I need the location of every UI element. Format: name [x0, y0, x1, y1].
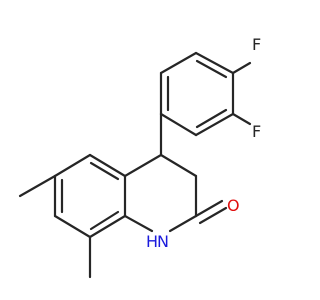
structure-canvas: F F H N O [18, 35, 261, 279]
fluorine-middle-label: F [252, 122, 261, 141]
bond [88, 214, 127, 239]
nitrogen-h-label: H [146, 232, 158, 251]
bond [168, 214, 198, 233]
double-bond-inner [89, 210, 120, 231]
difluorophenyl-ring [159, 51, 235, 137]
oxygen-label: O [227, 196, 240, 215]
bond [159, 112, 198, 137]
methyl-bond [18, 174, 57, 198]
bond [88, 153, 127, 178]
fluorine-top-label: F [252, 35, 261, 54]
bond [53, 214, 92, 239]
bond [159, 51, 198, 75]
double-bond-inner [195, 59, 228, 79]
carbon-fluorine-bond [231, 112, 252, 126]
bond [123, 214, 154, 233]
double-bond-inner [195, 108, 228, 129]
benzo-ring [53, 153, 127, 239]
bond [159, 153, 198, 178]
carbon-fluorine-bond [231, 61, 252, 75]
molecule-diagram: F F H N O [18, 35, 261, 279]
bond [123, 153, 163, 178]
bond [194, 112, 235, 137]
lactam-ring [123, 153, 198, 233]
carbonyl-bond [194, 199, 224, 218]
carbonyl-bond [198, 206, 228, 225]
bond [194, 51, 235, 75]
bond [53, 153, 92, 178]
double-bond-inner [89, 161, 120, 181]
nitrogen-label: N [157, 232, 169, 251]
